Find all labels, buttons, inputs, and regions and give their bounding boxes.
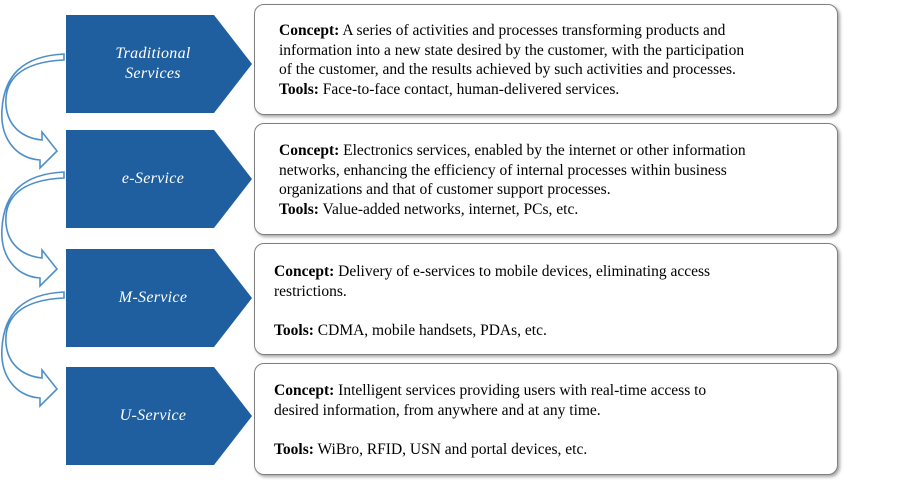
tools-label: Tools: <box>274 440 314 458</box>
stage-traditional-services: Traditional Services <box>66 15 252 113</box>
stage-card-u-service: Concept: Intelligent services providing … <box>254 363 838 475</box>
tools-text: Face-to-face contact, human-delivered se… <box>322 80 620 98</box>
stage-arrow-shape <box>66 367 252 465</box>
concept-text: Intelligent services providing users wit… <box>338 382 707 399</box>
tools-label: Tools: <box>279 200 319 218</box>
connector-arrow-2 <box>1 171 65 288</box>
concept-line: restrictions. <box>274 282 347 300</box>
concept-text: Electronics services, enabled by the int… <box>343 142 746 159</box>
stage-label: Traditional Services <box>115 45 191 82</box>
tools-line: Tools: Face-to-face contact, human-deliv… <box>279 80 823 100</box>
tools-line: Tools: Value-added networks, internet, P… <box>279 200 823 220</box>
concept-line: Concept: Intelligent services providing … <box>274 381 823 401</box>
concept-label: Concept: <box>274 263 335 280</box>
concept-label: Concept: <box>279 142 340 159</box>
stage-m-service: M-Service <box>66 249 252 347</box>
concept-line: organizations and that of customer suppo… <box>279 181 611 198</box>
tools-line: Tools: WiBro, RFID, USN and portal devic… <box>274 440 823 460</box>
stage-card-e-service: Concept: Electronics services, enabled b… <box>254 123 838 235</box>
tools-text: Value-added networks, internet, PCs, etc… <box>322 200 579 218</box>
stage-label: U-Service <box>119 407 187 424</box>
stage-e-service: e-Service <box>66 130 252 228</box>
stage-label: e-Service <box>121 170 185 187</box>
stage-arrow-shape <box>66 249 252 347</box>
concept-line: Concept: Electronics services, enabled b… <box>279 141 823 161</box>
spacer <box>274 301 823 321</box>
concept-line: Concept: Delivery of e-services to mobil… <box>274 262 823 282</box>
tools-label: Tools: <box>279 80 319 98</box>
spacer <box>274 420 823 440</box>
tools-line: Tools: CDMA, mobile handsets, PDAs, etc. <box>274 321 823 341</box>
tools-label: Tools: <box>274 321 314 339</box>
stage-u-service: U-Service <box>66 367 252 465</box>
concept-line: desired information, from anywhere and a… <box>274 401 601 419</box>
stage-card-traditional-services: Concept: A series of activities and proc… <box>254 4 838 115</box>
stage-card-m-service: Concept: Delivery of e-services to mobil… <box>254 243 838 355</box>
connector-arrows <box>1 53 65 408</box>
tools-text: CDMA, mobile handsets, PDAs, etc. <box>317 321 547 339</box>
concept-line: networks, enhancing the efficiency of in… <box>279 161 727 179</box>
stage-label: M-Service <box>118 289 188 306</box>
concept-label: Concept: <box>274 382 335 399</box>
concept-text: Delivery of e-services to mobile devices… <box>338 263 711 280</box>
concept-label: Concept: <box>279 22 340 39</box>
stage-arrow-shape <box>66 15 252 113</box>
concept-line: of the customer, and the results achieve… <box>279 61 736 78</box>
concept-line: information into a new state desired by … <box>279 41 745 59</box>
stage-arrow-shape <box>66 130 252 228</box>
connector-arrow-3 <box>1 291 65 408</box>
tools-text: WiBro, RFID, USN and portal devices, etc… <box>317 440 588 458</box>
concept-text: A series of activities and processes tra… <box>342 22 726 39</box>
connector-arrow-1 <box>1 53 65 170</box>
concept-line: Concept: A series of activities and proc… <box>279 21 823 41</box>
